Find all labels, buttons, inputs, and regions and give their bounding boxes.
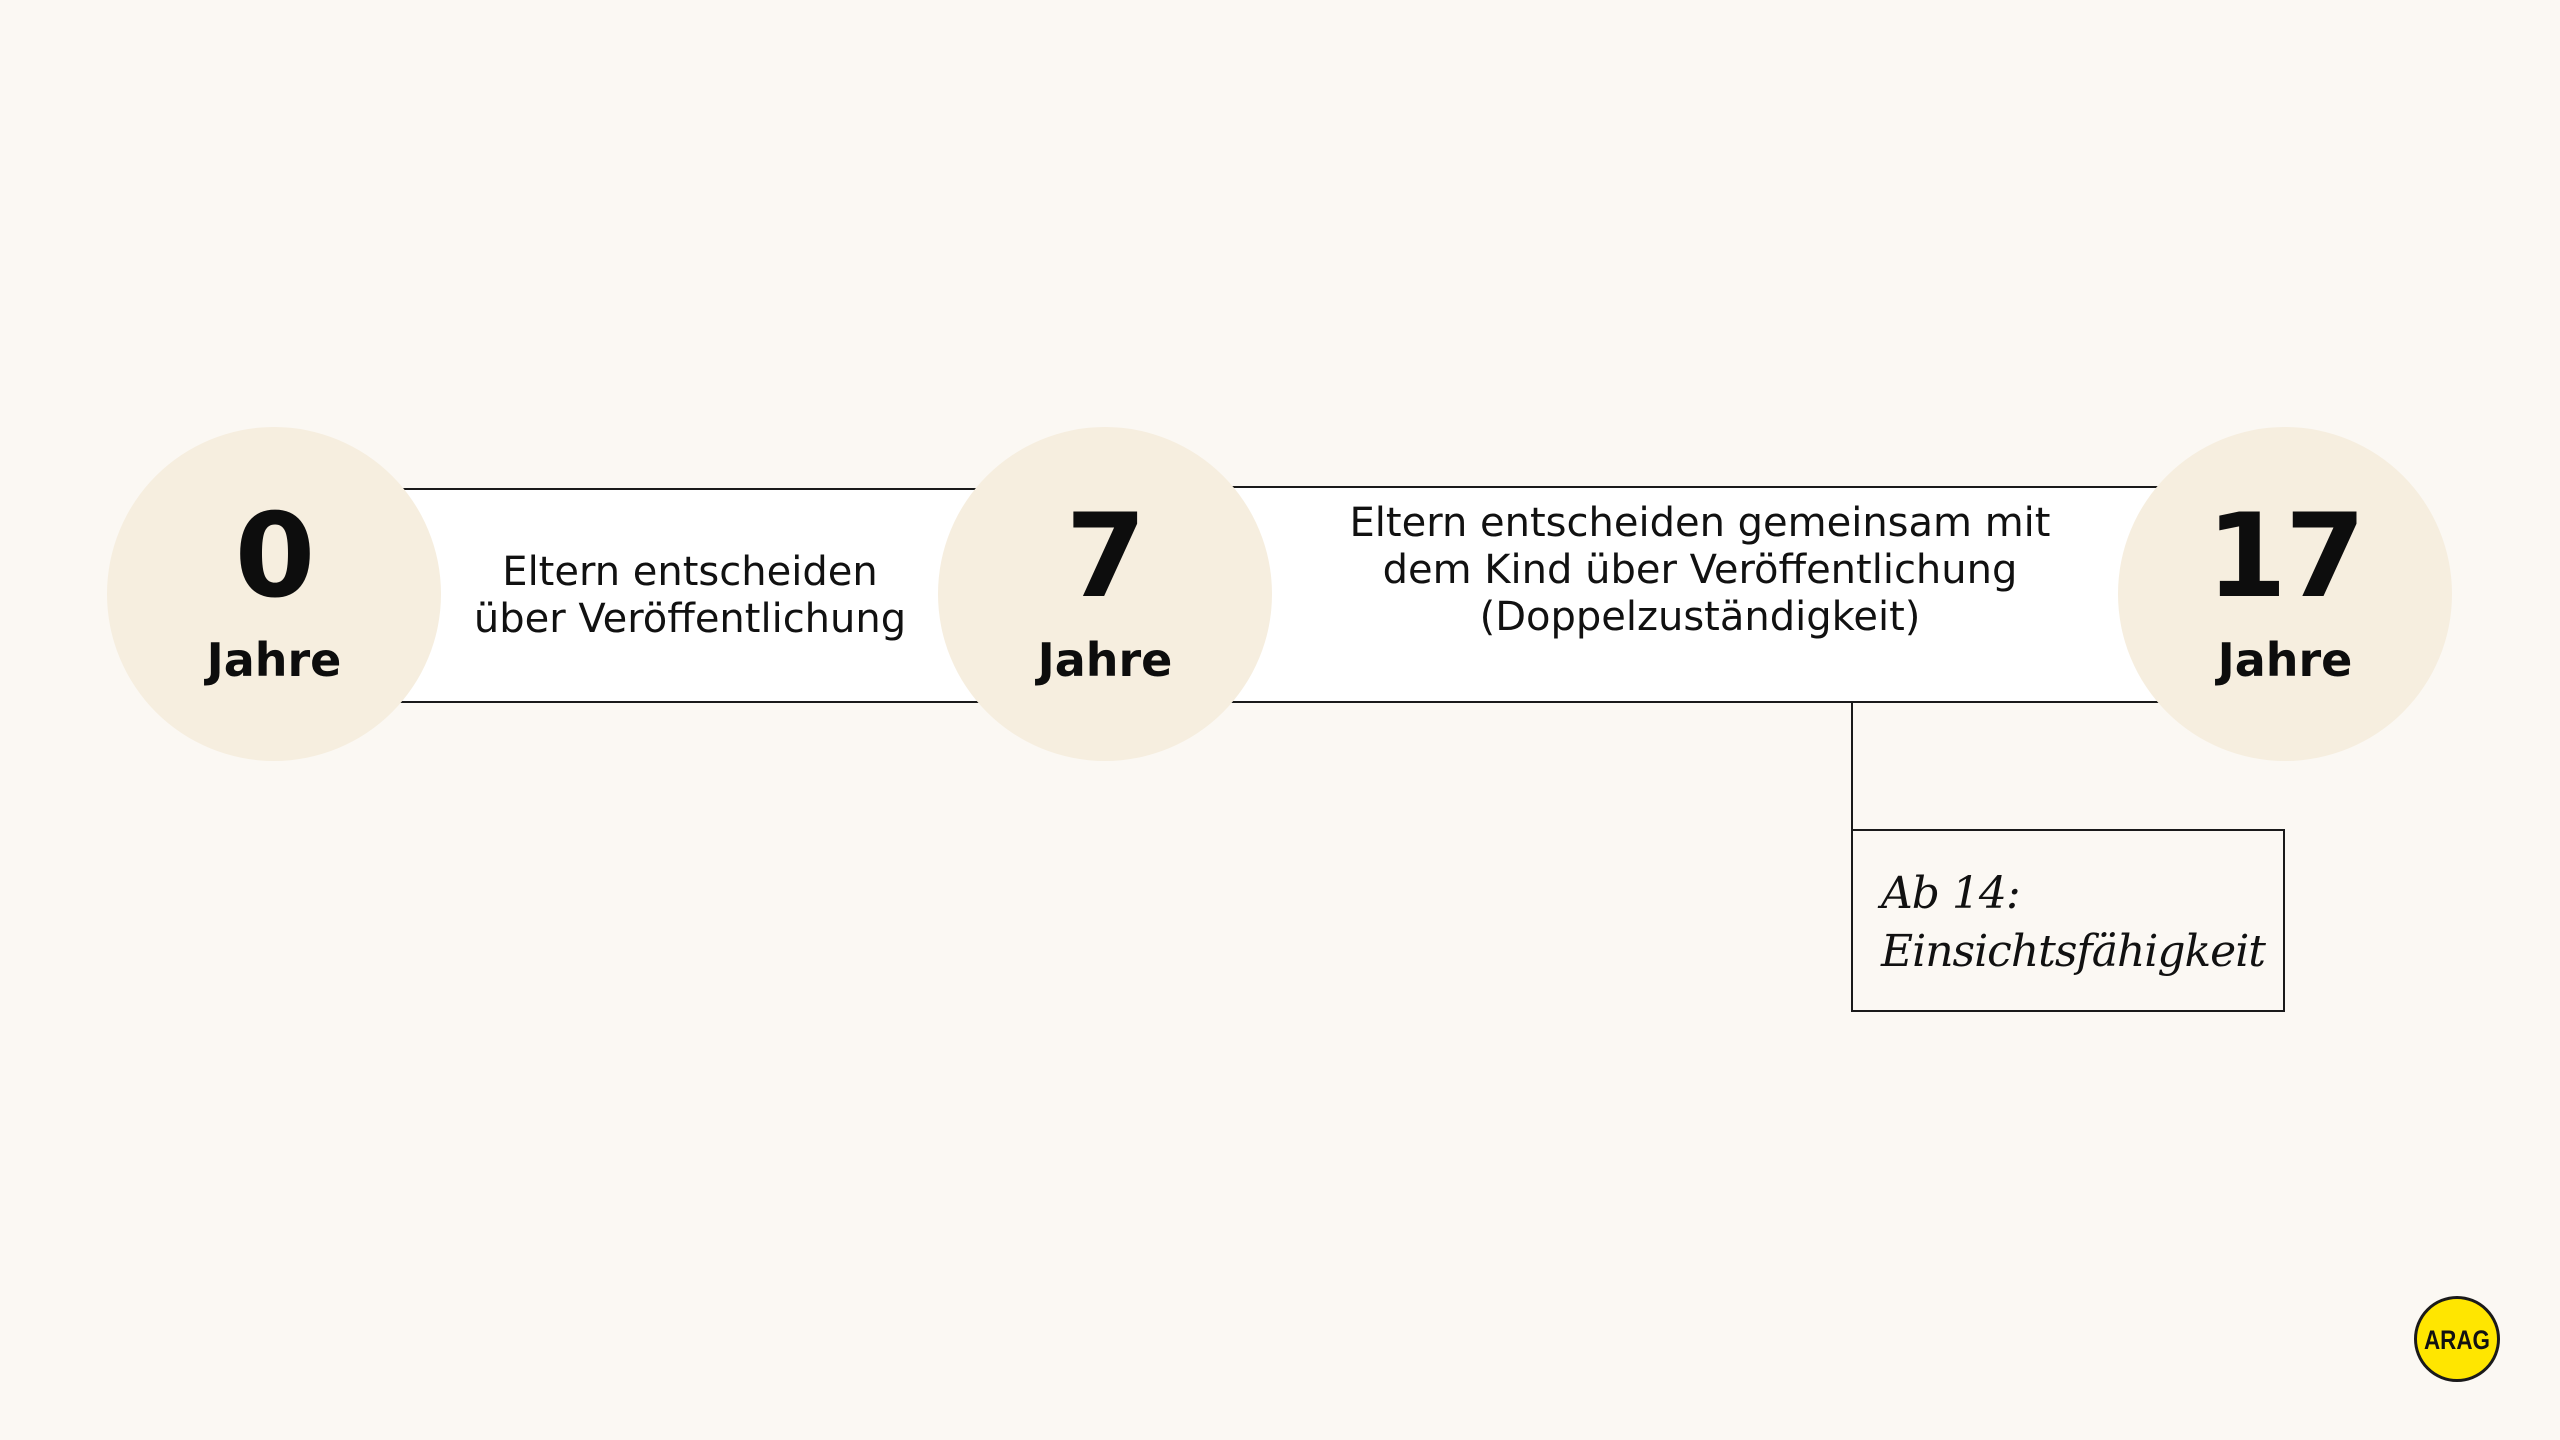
arag-logo-text: ARAG [2424, 1325, 2490, 1355]
phase-band-label: Eltern entscheiden über Veröffentlichung [473, 548, 907, 642]
age-unit: Jahre [1037, 633, 1173, 687]
phase-band-shared-decision: Eltern entscheiden gemeinsam mit dem Kin… [1230, 486, 2170, 703]
age-number: 17 [2206, 489, 2365, 624]
age-number: 0 [234, 489, 316, 624]
age-circle-0: 0 Jahre [107, 427, 441, 761]
arag-logo: ARAG [2414, 1296, 2500, 1382]
note-box-insight-capacity: Ab 14: Einsichtsfähigkeit [1851, 829, 2285, 1012]
phase-band-parents-decide: Eltern entscheiden über Veröffentlichung [400, 488, 980, 703]
note-connector-line [1851, 703, 1853, 831]
phase-band-label: Eltern entscheiden gemeinsam mit dem Kin… [1349, 500, 2051, 640]
arag-logo-wordmark: ARAG [2424, 1325, 2490, 1355]
age-circle-7: 7 Jahre [938, 427, 1272, 761]
age-unit: Jahre [206, 633, 342, 687]
age-circle-17: 17 Jahre [2118, 427, 2452, 761]
age-unit: Jahre [2217, 633, 2353, 687]
age-number: 7 [1065, 489, 1147, 624]
note-text: Ab 14: Einsichtsfähigkeit [1881, 868, 2266, 977]
